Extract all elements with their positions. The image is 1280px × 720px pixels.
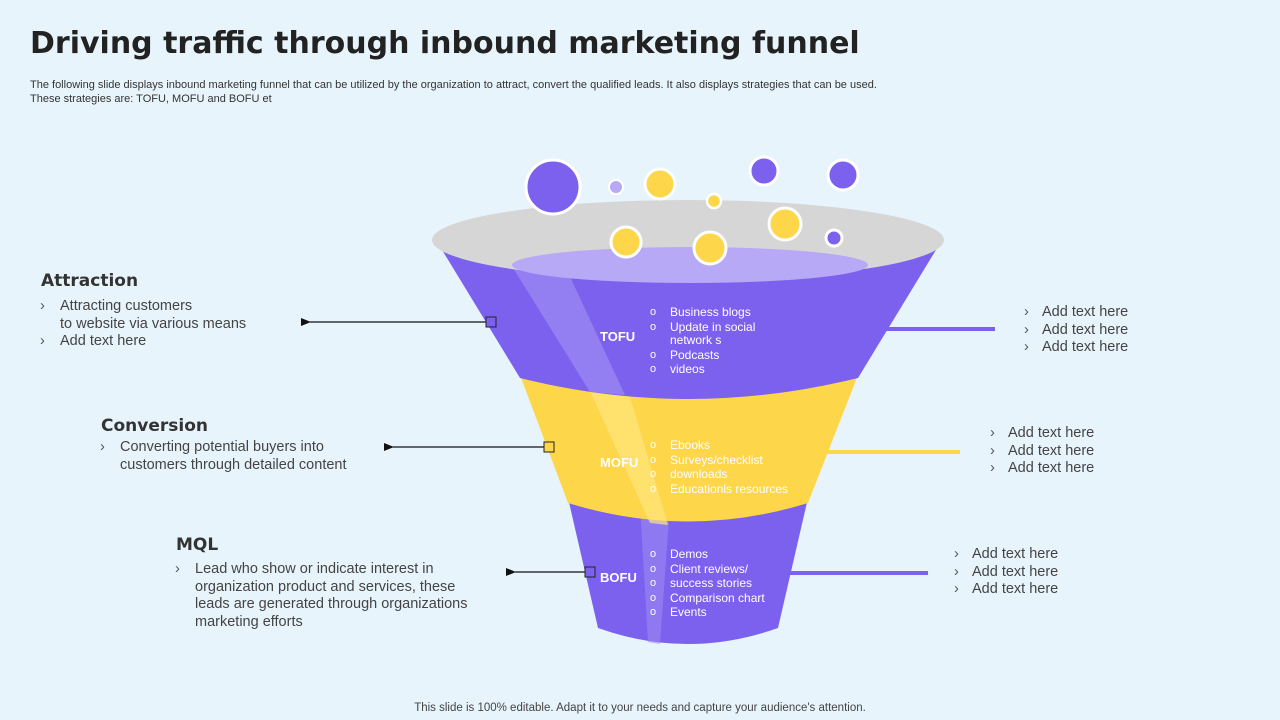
conversion-list: Converting potential buyers intocustomer… bbox=[100, 439, 347, 474]
list-item: Podcasts bbox=[650, 348, 755, 363]
bubble bbox=[608, 179, 624, 195]
list-item: Add text here bbox=[990, 425, 1094, 443]
list-item-text: to website via various means bbox=[60, 315, 247, 332]
list-item: Lead who show or indicate interest inorg… bbox=[175, 561, 467, 631]
attraction-heading: Attraction bbox=[41, 271, 139, 291]
list-item: Surveys/checklist bbox=[650, 453, 788, 468]
bubble bbox=[824, 228, 844, 248]
list-item: Add text here bbox=[990, 460, 1094, 478]
list-item: Ebooks bbox=[650, 438, 788, 453]
bofu-notes: Add text here Add text here Add text her… bbox=[954, 546, 1058, 599]
bofu-items: Demos Client reviews/ success stories Co… bbox=[650, 547, 765, 620]
list-item-text: leads are generated through organization… bbox=[195, 596, 468, 612]
stage-label-mofu: MOFU bbox=[600, 455, 639, 470]
tofu-items: Business blogs Update in social network … bbox=[650, 305, 755, 377]
list-item: videos bbox=[650, 362, 755, 377]
subtitle-line: The following slide displays inbound mar… bbox=[30, 79, 877, 91]
funnel-tofu-highlight bbox=[505, 255, 625, 395]
attraction-connector-node bbox=[485, 316, 497, 328]
page-title: Driving traffic through inbound marketin… bbox=[30, 26, 860, 61]
list-item: Comparison chart bbox=[650, 591, 765, 606]
list-item: Add text here bbox=[1024, 322, 1128, 340]
conversion-heading: Conversion bbox=[101, 416, 208, 436]
list-item-text: Lead who show or indicate interest in bbox=[195, 561, 434, 577]
funnel-mofu-highlight bbox=[585, 380, 668, 525]
list-item: Update in social bbox=[650, 320, 755, 335]
mql-list: Lead who show or indicate interest inorg… bbox=[175, 561, 467, 631]
stage-label-bofu: BOFU bbox=[600, 570, 637, 585]
stage-label-tofu: TOFU bbox=[600, 329, 636, 344]
list-item: downloads bbox=[650, 467, 788, 482]
bubble bbox=[767, 206, 803, 242]
bubble bbox=[609, 225, 643, 259]
list-item: Add text here bbox=[40, 333, 246, 351]
list-item: Add text here bbox=[1024, 339, 1128, 357]
subtitle-line: These strategies are: TOFU, MOFU and BOF… bbox=[30, 93, 272, 105]
funnel-opening bbox=[512, 247, 868, 283]
list-item: Demos bbox=[650, 547, 765, 562]
page-subtitle: The following slide displays inbound mar… bbox=[30, 78, 1030, 106]
list-item: Add text here bbox=[954, 546, 1058, 564]
mql-connector-node bbox=[584, 566, 596, 578]
bubble bbox=[748, 155, 780, 187]
list-item: Add text here bbox=[1024, 304, 1128, 322]
list-item: network s bbox=[670, 333, 722, 347]
mofu-items: Ebooks Surveys/checklist downloads Educa… bbox=[650, 438, 788, 496]
list-item: Converting potential buyers intocustomer… bbox=[100, 439, 347, 474]
bubble bbox=[643, 167, 677, 201]
list-item: Events bbox=[650, 605, 765, 620]
mql-heading: MQL bbox=[176, 535, 219, 555]
list-item: Add text here bbox=[990, 443, 1094, 461]
list-item: Educationls resources bbox=[650, 482, 788, 497]
list-item: Business blogs bbox=[650, 305, 755, 320]
footer-note: This slide is 100% editable. Adapt it to… bbox=[414, 702, 866, 714]
bubble bbox=[524, 158, 582, 216]
bubble bbox=[826, 158, 860, 192]
list-item-text: Attracting customers bbox=[60, 298, 193, 314]
conversion-connector-node bbox=[543, 441, 555, 453]
list-item-text: organization product and services, these bbox=[195, 578, 456, 595]
tofu-notes: Add text here Add text here Add text her… bbox=[1024, 304, 1128, 357]
list-item: Add text here bbox=[954, 564, 1058, 582]
list-item: Add text here bbox=[954, 581, 1058, 599]
list-item: success stories bbox=[650, 576, 765, 591]
bubble bbox=[692, 230, 728, 266]
list-item-text: Converting potential buyers into bbox=[120, 439, 324, 455]
list-item-text: marketing efforts bbox=[195, 613, 303, 630]
bubble bbox=[705, 192, 723, 210]
list-item-text: customers through detailed content bbox=[120, 456, 347, 473]
list-item: Client reviews/ bbox=[650, 562, 765, 577]
mofu-notes: Add text here Add text here Add text her… bbox=[990, 425, 1094, 478]
